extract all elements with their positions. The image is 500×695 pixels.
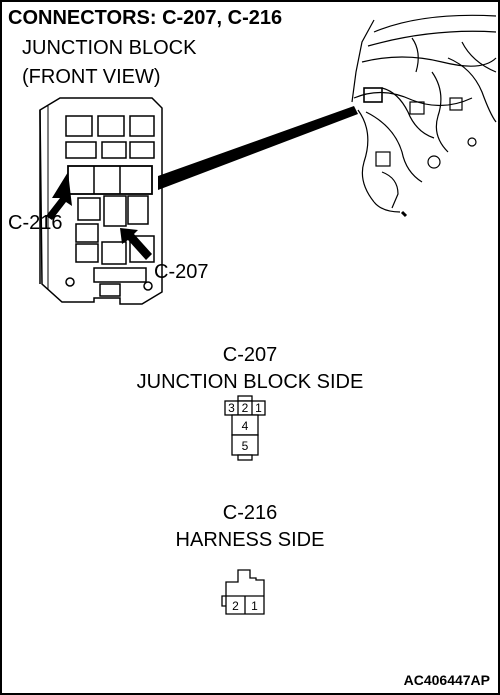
c207-pin-1: 1 <box>255 401 262 415</box>
c207-pin-4: 4 <box>242 419 249 433</box>
connector-c216-face <box>221 569 265 615</box>
figure-code: AC406447AP <box>403 672 490 688</box>
c216-pin-1: 1 <box>251 599 258 613</box>
c216-connector-side: HARNESS SIDE <box>175 529 325 551</box>
c207-pin-5: 5 <box>242 439 249 453</box>
arrow-c207 <box>120 228 152 260</box>
dashboard-wiring-illustration <box>351 14 497 218</box>
connector-c207-face <box>224 395 266 461</box>
callout-c207: C-207 <box>154 261 209 283</box>
junction-block-label: JUNCTION BLOCK <box>22 37 197 59</box>
callout-c216: C-216 <box>8 212 63 234</box>
c216-connector-name: C-216 <box>222 502 278 524</box>
c216-pin-2: 2 <box>232 599 239 613</box>
c207-pin-3: 3 <box>228 401 235 415</box>
junction-block-illustration <box>39 97 163 305</box>
c207-connector-side: JUNCTION BLOCK SIDE <box>136 371 364 393</box>
front-view-label: (FRONT VIEW) <box>22 66 161 88</box>
diagram-title: CONNECTORS: C-207, C-216 <box>8 7 283 29</box>
arrow-c216 <box>46 172 72 220</box>
c207-pin-2: 2 <box>242 401 249 415</box>
c207-connector-name: C-207 <box>222 344 278 366</box>
zoom-wedge <box>158 106 358 190</box>
